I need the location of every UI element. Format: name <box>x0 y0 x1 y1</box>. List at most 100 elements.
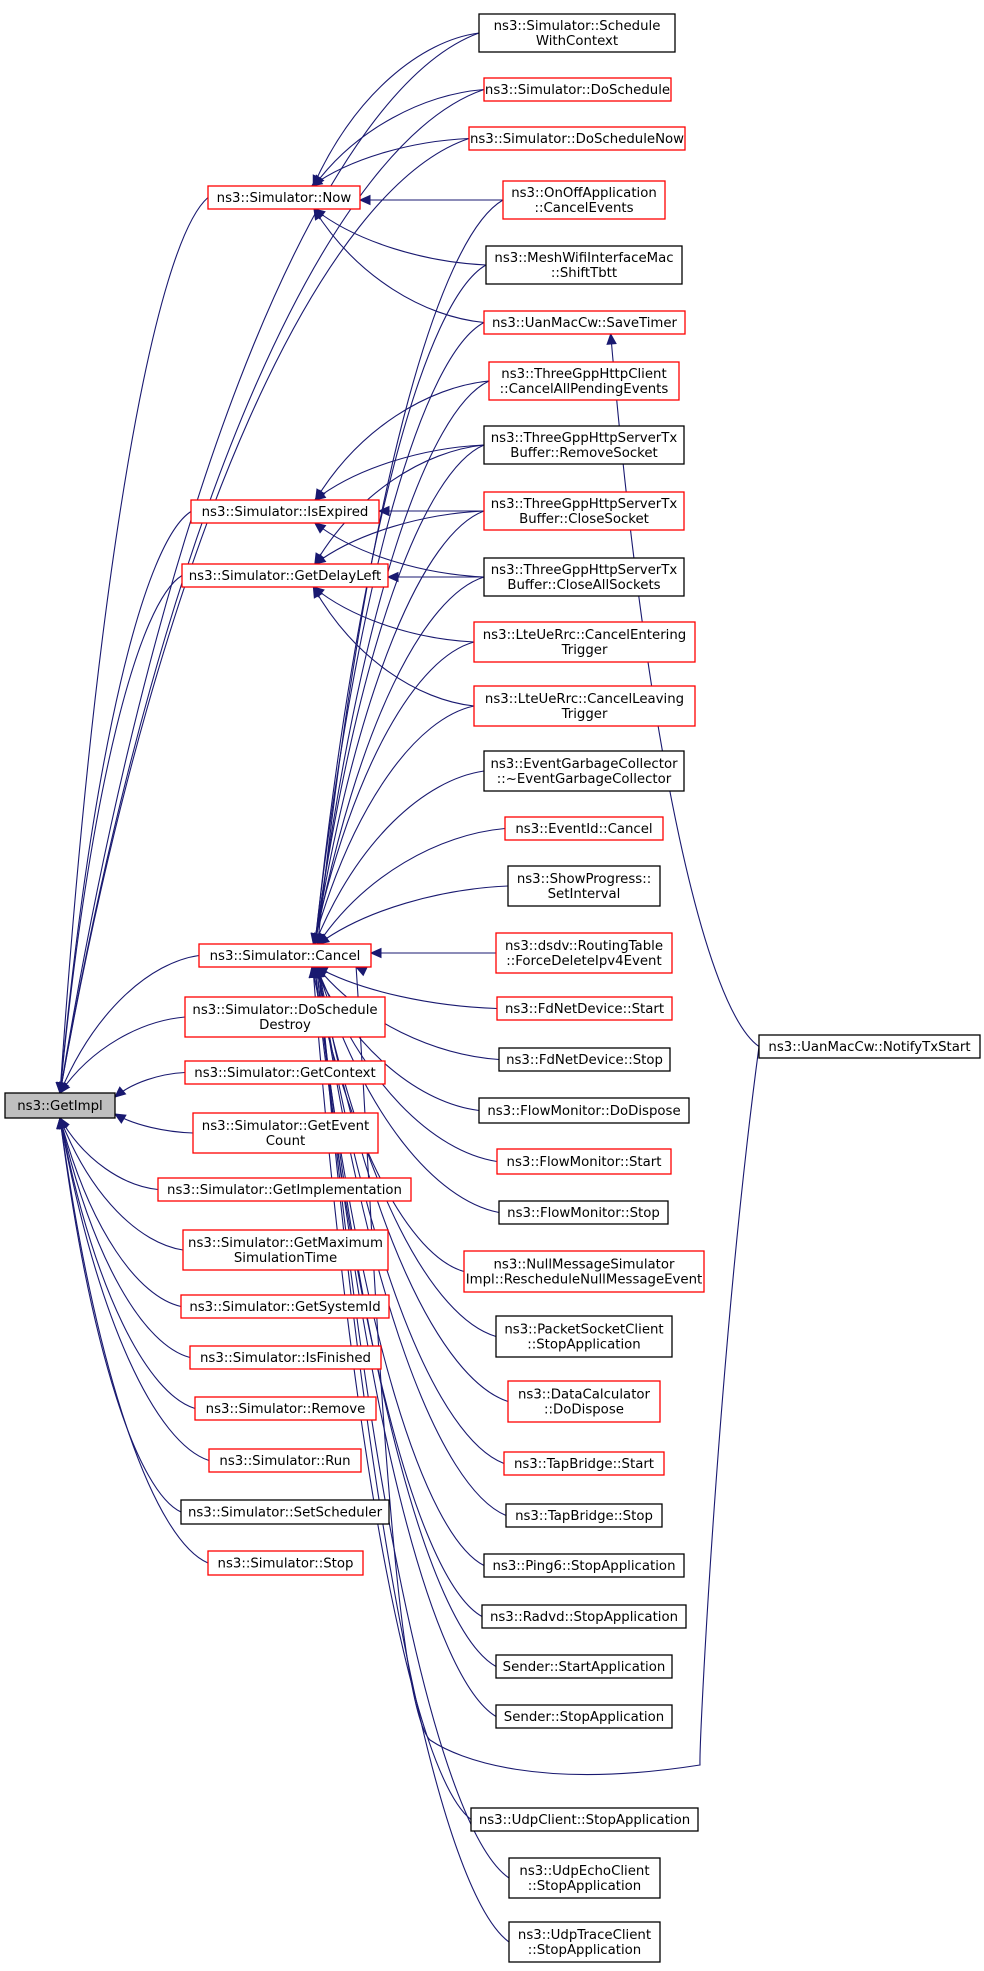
node-eventgc[interactable]: ns3::EventGarbageCollector::~EventGarbag… <box>483 750 685 792</box>
node-isexpired[interactable]: ns3::Simulator::IsExpired <box>190 499 380 524</box>
node-label-schedulewithcontext-1: WithContext <box>536 34 618 49</box>
node-httpclientcancel[interactable]: ns3::ThreeGppHttpClient::CancelAllPendin… <box>488 361 680 401</box>
node-udptracestop[interactable]: ns3::UdpTraceClient::StopApplication <box>508 1921 661 1963</box>
node-flowstop[interactable]: ns3::FlowMonitor::Stop <box>498 1200 669 1225</box>
edge-httpcloseall-to-getdelayleft <box>386 571 484 583</box>
edge-ltecancelleaving-to-cancel <box>311 705 475 946</box>
node-label-flowdodispose-0: ns3::FlowMonitor::DoDispose <box>487 1104 680 1119</box>
node-label-run-0: ns3::Simulator::Run <box>219 1454 350 1469</box>
node-label-ltecancelentering-0: ns3::LteUeRrc::CancelEntering <box>483 628 686 643</box>
node-label-meshshift-1: ::ShiftTbtt <box>551 266 617 281</box>
node-meshshift[interactable]: ns3::MeshWifiInterfaceMac::ShiftTbtt <box>485 245 683 285</box>
node-onoffcancel[interactable]: ns3::OnOffApplication::CancelEvents <box>502 180 666 220</box>
node-flowdodispose[interactable]: ns3::FlowMonitor::DoDispose <box>478 1097 690 1124</box>
node-fdnetstart[interactable]: ns3::FdNetDevice::Start <box>496 996 673 1021</box>
node-label-isfinished-0: ns3::Simulator::IsFinished <box>200 1351 371 1366</box>
node-getdelayleft[interactable]: ns3::Simulator::GetDelayLeft <box>181 563 389 588</box>
node-dsdvforcedelete[interactable]: ns3::dsdv::RoutingTable::ForceDeleteIpv4… <box>495 932 673 974</box>
node-label-dsdvforcedelete-1: ::ForceDeleteIpv4Event <box>506 954 661 969</box>
node-getsystemid[interactable]: ns3::Simulator::GetSystemId <box>180 1294 390 1319</box>
edge-onoffcancel-to-now <box>358 194 503 206</box>
node-label-remove-0: ns3::Simulator::Remove <box>206 1402 366 1417</box>
node-getimpl[interactable]: ns3::GetImpl <box>4 1092 116 1119</box>
node-udpechostop[interactable]: ns3::UdpEchoClient::StopApplication <box>508 1857 661 1899</box>
node-uannotifytx[interactable]: ns3::UanMacCw::NotifyTxStart <box>758 1034 981 1059</box>
edge-doschedule-to-getimpl <box>56 88 485 1095</box>
node-uansavetimer[interactable]: ns3::UanMacCw::SaveTimer <box>483 310 686 335</box>
edge-httpclientcancel-to-cancel <box>311 380 490 946</box>
node-label-eventgc-1: ::~EventGarbageCollector <box>497 772 672 787</box>
node-label-cancel-0: ns3::Simulator::Cancel <box>210 949 361 964</box>
node-ping6stop[interactable]: ns3::Ping6::StopApplication <box>483 1553 685 1578</box>
node-label-udpechostop-1: ::StopApplication <box>528 1879 642 1894</box>
edge-ltecancelleaving-to-getdelayleft <box>312 585 475 707</box>
node-nullmsg[interactable]: ns3::NullMessageSimulatorImpl::Reschedul… <box>463 1250 705 1293</box>
node-label-datacalcdispose-1: ::DoDispose <box>544 1403 624 1418</box>
node-label-now-0: ns3::Simulator::Now <box>217 191 352 206</box>
node-eventidcancel[interactable]: ns3::EventId::Cancel <box>504 816 664 841</box>
node-now[interactable]: ns3::Simulator::Now <box>207 185 361 210</box>
node-tapstart[interactable]: ns3::TapBridge::Start <box>503 1451 665 1476</box>
edge-flowdodispose-to-cancel <box>313 965 480 1112</box>
node-label-getimplementation-0: ns3::Simulator::GetImplementation <box>167 1183 402 1198</box>
node-label-packetsocketstop-0: ns3::PacketSocketClient <box>504 1323 663 1338</box>
edge-stop-to-getimpl <box>56 1116 209 1564</box>
node-label-tapstop-0: ns3::TapBridge::Stop <box>515 1509 653 1524</box>
node-doschedulenow[interactable]: ns3::Simulator::DoScheduleNow <box>468 126 686 151</box>
node-datacalcdispose[interactable]: ns3::DataCalculator::DoDispose <box>507 1380 661 1423</box>
node-label-fdnetstart-0: ns3::FdNetDevice::Start <box>505 1002 664 1017</box>
node-remove[interactable]: ns3::Simulator::Remove <box>194 1396 377 1421</box>
edge-schedulewithcontext-to-now <box>312 32 480 188</box>
node-udpclientstop[interactable]: ns3::UdpClient::StopApplication <box>470 1807 699 1832</box>
node-doschedule[interactable]: ns3::Simulator::DoSchedule <box>483 77 672 102</box>
node-label-doscheduledestroy-0: ns3::Simulator::DoSchedule <box>192 1003 377 1018</box>
node-label-setscheduler-0: ns3::Simulator::SetScheduler <box>188 1506 383 1521</box>
edge-httpclosesocket-to-isexpired <box>377 505 484 517</box>
node-label-dsdvforcedelete-0: ns3::dsdv::RoutingTable <box>505 939 663 954</box>
node-getimplementation[interactable]: ns3::Simulator::GetImplementation <box>157 1177 412 1202</box>
node-label-onoffcancel-1: ::CancelEvents <box>534 201 633 216</box>
node-radvdstop[interactable]: ns3::Radvd::StopApplication <box>481 1604 687 1629</box>
node-senderstart[interactable]: Sender::StartApplication <box>495 1654 673 1679</box>
node-label-tapstart-0: ns3::TapBridge::Start <box>514 1457 654 1472</box>
node-label-showprogress-0: ns3::ShowProgress:: <box>517 872 651 887</box>
node-httpclosesocket[interactable]: ns3::ThreeGppHttpServerTxBuffer::CloseSo… <box>483 491 685 531</box>
node-label-httpclosesocket-0: ns3::ThreeGppHttpServerTx <box>491 497 678 512</box>
node-label-udptracestop-1: ::StopApplication <box>528 1943 642 1958</box>
node-showprogress[interactable]: ns3::ShowProgress::SetInterval <box>507 865 661 907</box>
node-label-httpremovesocket-1: Buffer::RemoveSocket <box>510 446 658 461</box>
node-label-ltecancelentering-1: Trigger <box>561 643 608 658</box>
node-tapstop[interactable]: ns3::TapBridge::Stop <box>505 1503 663 1528</box>
node-label-isexpired-0: ns3::Simulator::IsExpired <box>202 505 369 520</box>
edge-getcontext-to-getimpl <box>114 1071 186 1098</box>
node-fdnetstop[interactable]: ns3::FdNetDevice::Stop <box>498 1047 671 1072</box>
node-label-eventidcancel-0: ns3::EventId::Cancel <box>515 822 652 837</box>
edge-dsdvforcedelete-to-cancel <box>369 947 497 959</box>
node-label-uannotifytx-0: ns3::UanMacCw::NotifyTxStart <box>768 1040 970 1055</box>
edge-doscheduledestroy-to-getimpl <box>59 1016 186 1095</box>
node-packetsocketstop[interactable]: ns3::PacketSocketClient::StopApplication <box>495 1315 673 1358</box>
node-senderstop[interactable]: Sender::StopApplication <box>495 1704 673 1729</box>
edge-ltecancelentering-to-getdelayleft <box>312 586 475 643</box>
node-label-getmaxsimtime-0: ns3::Simulator::GetMaximum <box>188 1236 383 1251</box>
node-isfinished[interactable]: ns3::Simulator::IsFinished <box>189 1345 382 1370</box>
node-cancel[interactable]: ns3::Simulator::Cancel <box>198 943 372 968</box>
node-stop[interactable]: ns3::Simulator::Stop <box>207 1550 364 1576</box>
node-setscheduler[interactable]: ns3::Simulator::SetScheduler <box>180 1499 390 1525</box>
node-httpremovesocket[interactable]: ns3::ThreeGppHttpServerTxBuffer::RemoveS… <box>483 425 685 465</box>
node-label-flowstop-0: ns3::FlowMonitor::Stop <box>507 1206 660 1221</box>
node-label-radvdstop-0: ns3::Radvd::StopApplication <box>490 1610 678 1625</box>
edge-httpclosesocket-to-getdelayleft <box>313 510 485 565</box>
node-flowstart[interactable]: ns3::FlowMonitor::Start <box>496 1148 672 1175</box>
node-label-doschedule-0: ns3::Simulator::DoSchedule <box>485 83 670 98</box>
node-getcontext[interactable]: ns3::Simulator::GetContext <box>184 1060 386 1085</box>
node-httpcloseall[interactable]: ns3::ThreeGppHttpServerTxBuffer::CloseAl… <box>483 557 685 597</box>
node-run[interactable]: ns3::Simulator::Run <box>208 1448 362 1473</box>
